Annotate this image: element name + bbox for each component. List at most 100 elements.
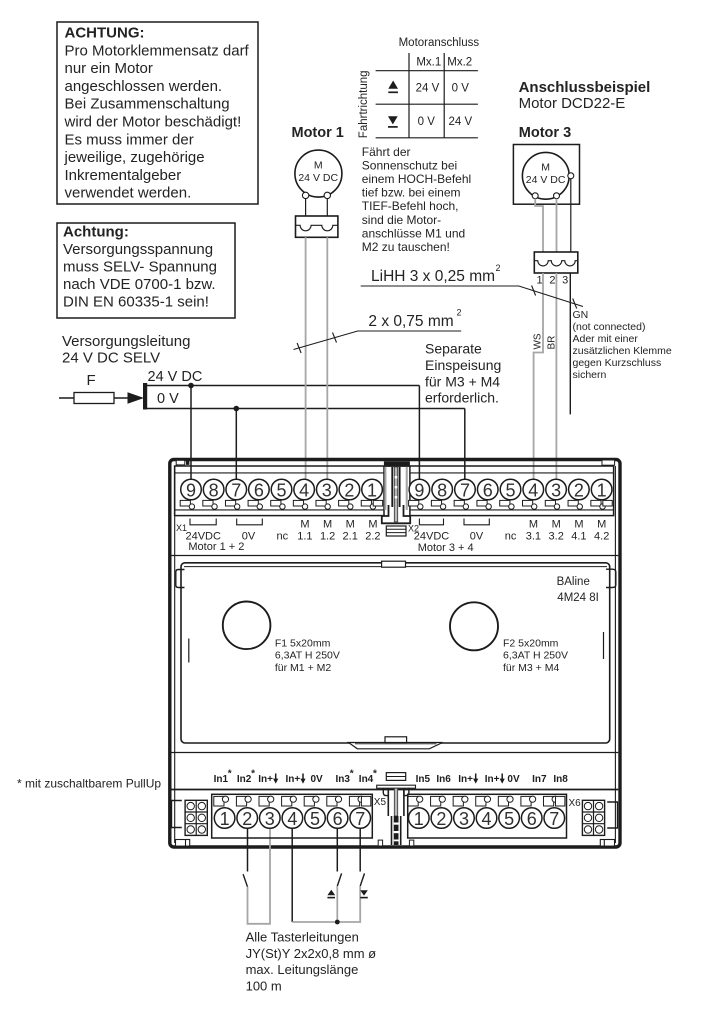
svg-text:* mit zuschaltbarem PullUp: * mit zuschaltbarem PullUp xyxy=(17,777,161,791)
svg-text:6,3AT H 250V: 6,3AT H 250V xyxy=(503,650,568,662)
svg-text:7: 7 xyxy=(355,809,365,829)
svg-text:3.1: 3.1 xyxy=(526,531,541,543)
svg-text:3: 3 xyxy=(459,809,469,829)
svg-text:Sonnenschutz bei: Sonnenschutz bei xyxy=(362,158,457,172)
svg-text:Es muss immer der: Es muss immer der xyxy=(65,131,194,148)
svg-text:6: 6 xyxy=(254,480,264,500)
svg-text:ACHTUNG:: ACHTUNG: xyxy=(65,25,145,42)
svg-text:GN: GN xyxy=(573,309,589,321)
svg-text:für M3 + M4: für M3 + M4 xyxy=(425,373,500,389)
svg-text:Motor 3: Motor 3 xyxy=(519,125,571,141)
svg-text:100 m: 100 m xyxy=(246,978,282,993)
svg-text:verwendet werden.: verwendet werden. xyxy=(65,185,192,202)
svg-text:6: 6 xyxy=(527,809,537,829)
svg-text:M: M xyxy=(597,519,606,531)
svg-text:2: 2 xyxy=(344,480,354,500)
svg-text:4: 4 xyxy=(528,480,538,500)
svg-text:nc: nc xyxy=(505,531,517,543)
svg-text:Versorgungsleitung: Versorgungsleitung xyxy=(62,333,190,350)
svg-text:In8: In8 xyxy=(553,774,568,785)
svg-text:M: M xyxy=(529,519,538,531)
svg-text:9: 9 xyxy=(186,480,196,500)
svg-text:3: 3 xyxy=(265,809,275,829)
svg-text:In2: In2 xyxy=(237,774,252,785)
svg-text:3.2: 3.2 xyxy=(549,531,564,543)
svg-text:Fährt der: Fährt der xyxy=(362,145,411,159)
svg-text:3: 3 xyxy=(551,480,561,500)
svg-text:5: 5 xyxy=(504,809,514,829)
svg-text:erforderlich.: erforderlich. xyxy=(425,390,499,406)
svg-text:Separate: Separate xyxy=(425,341,482,357)
svg-text:24VDC: 24VDC xyxy=(185,531,221,543)
svg-text:gegen Kurzschluss: gegen Kurzschluss xyxy=(573,357,662,369)
svg-text:2 x 0,75 mm: 2 x 0,75 mm xyxy=(368,313,453,330)
svg-text:9: 9 xyxy=(414,480,424,500)
svg-text:X2: X2 xyxy=(408,524,419,534)
svg-text:Mx.2: Mx.2 xyxy=(447,57,472,69)
svg-text:M: M xyxy=(574,519,583,531)
svg-text:Motoranschluss: Motoranschluss xyxy=(399,37,480,49)
svg-text:In+: In+ xyxy=(286,774,301,785)
svg-text:24 V DC: 24 V DC xyxy=(298,172,338,184)
svg-text:sichern: sichern xyxy=(573,369,607,381)
svg-text:0 V: 0 V xyxy=(452,83,470,95)
svg-text:JY(St)Y 2x2x0,8 mm ø: JY(St)Y 2x2x0,8 mm ø xyxy=(246,946,377,961)
svg-text:sind die Motor-: sind die Motor- xyxy=(362,213,441,227)
svg-text:*: * xyxy=(228,769,232,780)
svg-text:6: 6 xyxy=(483,480,493,500)
svg-text:In4: In4 xyxy=(359,774,374,785)
svg-text:In+: In+ xyxy=(258,774,273,785)
svg-text:M: M xyxy=(368,519,377,531)
svg-text:In5: In5 xyxy=(416,774,431,785)
svg-text:tief bzw. bei einem: tief bzw. bei einem xyxy=(362,186,461,200)
svg-text:In+: In+ xyxy=(458,774,473,785)
svg-text:*: * xyxy=(350,769,354,780)
svg-text:M: M xyxy=(552,519,561,531)
svg-text:2: 2 xyxy=(242,809,252,829)
svg-text:max. Leitungslänge: max. Leitungslänge xyxy=(246,962,359,977)
svg-text:0V: 0V xyxy=(470,531,484,543)
svg-text:M: M xyxy=(346,519,355,531)
svg-text:5: 5 xyxy=(310,809,320,829)
svg-text:1: 1 xyxy=(536,275,542,287)
svg-text:jeweilige, zugehörige: jeweilige, zugehörige xyxy=(64,149,205,166)
svg-text:3: 3 xyxy=(562,275,568,287)
svg-text:BAline: BAline xyxy=(557,576,590,588)
svg-text:1: 1 xyxy=(367,480,377,500)
svg-text:0V: 0V xyxy=(311,774,324,785)
svg-text:7: 7 xyxy=(549,809,559,829)
svg-text:2.2: 2.2 xyxy=(365,531,380,543)
svg-text:0V: 0V xyxy=(242,531,256,543)
svg-text:Ader mit einer: Ader mit einer xyxy=(573,333,639,345)
svg-text:Motor 1 + 2: Motor 1 + 2 xyxy=(188,541,244,553)
svg-text:24 V: 24 V xyxy=(448,116,472,128)
svg-text:Mx.1: Mx.1 xyxy=(416,57,441,69)
svg-text:WS: WS xyxy=(532,333,543,349)
svg-text:zusätzlichen Klemme: zusätzlichen Klemme xyxy=(573,345,672,357)
svg-text:24VDC: 24VDC xyxy=(414,531,450,543)
svg-text:X5: X5 xyxy=(374,797,387,808)
svg-text:Inkrementalgeber: Inkrementalgeber xyxy=(65,167,182,184)
svg-text:2: 2 xyxy=(436,809,446,829)
svg-text:F2 5x20mm: F2 5x20mm xyxy=(503,637,559,649)
svg-text:2: 2 xyxy=(549,275,555,287)
svg-text:1: 1 xyxy=(597,480,607,500)
svg-text:24 V DC SELV: 24 V DC SELV xyxy=(62,350,160,367)
svg-text:4: 4 xyxy=(482,809,492,829)
svg-text:nc: nc xyxy=(276,531,288,543)
svg-text:LiHH 3 x 0,25 mm: LiHH 3 x 0,25 mm xyxy=(371,268,495,285)
svg-text:Motor 1: Motor 1 xyxy=(292,125,344,141)
svg-text:5: 5 xyxy=(506,480,516,500)
svg-text:wird der Motor beschädigt!: wird der Motor beschädigt! xyxy=(64,114,242,131)
svg-text:für M3 + M4: für M3 + M4 xyxy=(503,662,559,674)
svg-text:3: 3 xyxy=(322,480,332,500)
svg-text:Versorgungsspannung: Versorgungsspannung xyxy=(63,241,213,258)
svg-text:DIN EN 60335-1 sein!: DIN EN 60335-1 sein! xyxy=(63,294,209,311)
svg-text:2: 2 xyxy=(457,308,462,318)
svg-text:24 V DC: 24 V DC xyxy=(526,174,566,186)
svg-text:Motor 3 + 4: Motor 3 + 4 xyxy=(418,542,474,554)
svg-text:In3: In3 xyxy=(336,774,351,785)
svg-text:2: 2 xyxy=(496,263,501,273)
svg-text:0 V: 0 V xyxy=(418,116,436,128)
svg-text:0 V: 0 V xyxy=(157,391,179,407)
